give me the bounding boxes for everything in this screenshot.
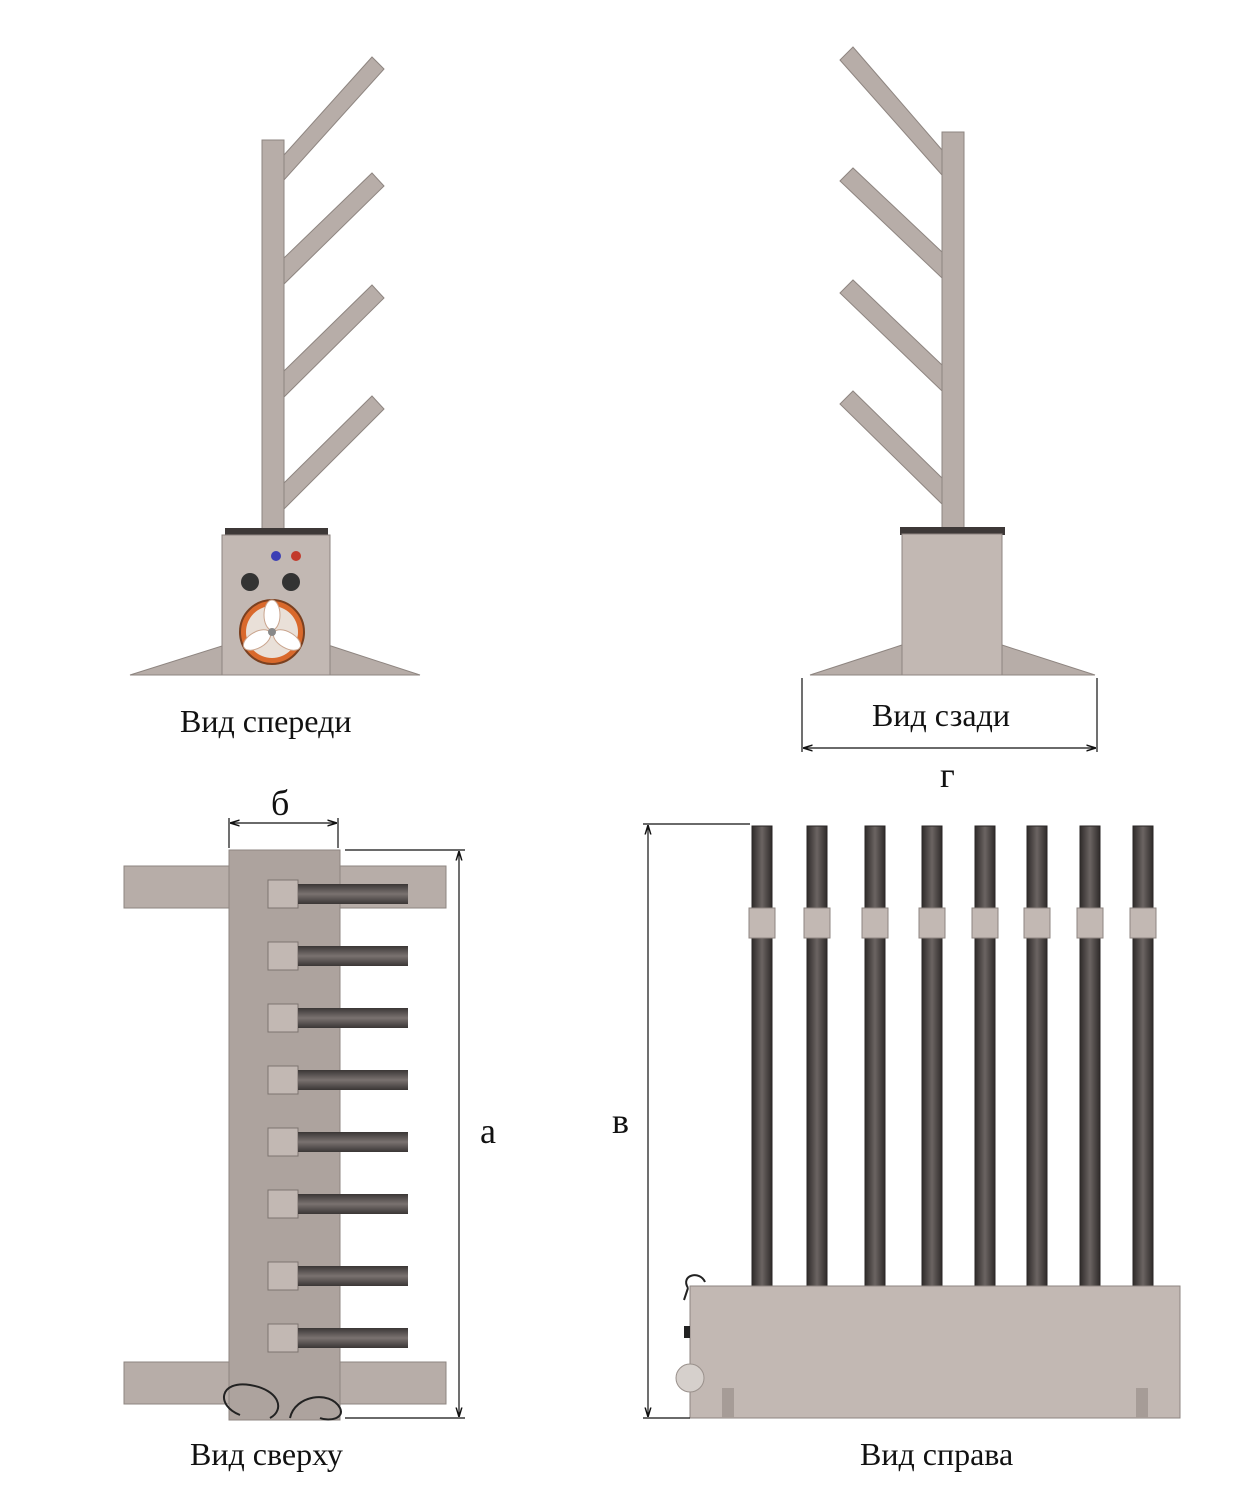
front-box-lid <box>225 528 328 536</box>
fan-blades-icon <box>242 599 302 651</box>
back-arm-3 <box>839 279 943 393</box>
top-arm-8 <box>267 1323 408 1353</box>
right-tube-7 <box>1076 825 1104 1296</box>
power-cord-icon <box>223 1383 342 1421</box>
right-fan-icon <box>675 1363 705 1393</box>
top-view <box>123 818 465 1421</box>
caption-front-view: Вид спереди <box>180 703 352 739</box>
dimension-label-a: а <box>480 1111 496 1151</box>
front-base-foot-left <box>129 644 226 676</box>
back-arm-2 <box>839 167 943 280</box>
back-base-foot-right <box>1001 644 1096 676</box>
right-tubes <box>748 825 1157 1296</box>
dimension-label-g: г <box>940 755 955 795</box>
front-arm-2 <box>283 172 385 286</box>
top-arms <box>267 879 408 1353</box>
back-mast <box>941 131 965 533</box>
top-arm-5 <box>267 1127 408 1157</box>
top-arm-4 <box>267 1065 408 1095</box>
front-arm-3 <box>283 284 385 399</box>
front-view <box>129 56 421 676</box>
top-arm-3 <box>267 1003 408 1033</box>
top-foot-bottom-left <box>123 1361 230 1405</box>
back-view <box>801 46 1098 752</box>
back-arm-1 <box>839 46 943 177</box>
back-arm-4 <box>839 390 943 506</box>
right-tube-2 <box>803 825 831 1296</box>
right-tube-4 <box>918 825 946 1296</box>
dimension-label-v: в <box>612 1101 629 1141</box>
right-view <box>643 823 1181 1419</box>
right-base-box <box>689 1285 1181 1419</box>
right-base-foot-right <box>1136 1388 1148 1418</box>
front-base-foot-right <box>327 644 421 676</box>
right-tube-3 <box>861 825 889 1296</box>
back-box-lid <box>900 527 1005 535</box>
red-indicator-icon <box>291 551 301 561</box>
caption-top-view: Вид сверху <box>190 1436 343 1472</box>
left-knob-icon <box>241 573 259 591</box>
front-arm-4 <box>283 395 385 511</box>
front-mast <box>261 139 285 536</box>
right-tube-8 <box>1129 825 1157 1296</box>
back-box <box>901 533 1003 676</box>
top-arm-6 <box>267 1189 408 1219</box>
back-base-foot-left <box>809 644 903 676</box>
caption-right-view: Вид справа <box>860 1436 1014 1472</box>
caption-back-view: Вид сзади <box>872 697 1010 733</box>
blue-indicator-icon <box>271 551 281 561</box>
right-cord-icon <box>683 1274 706 1301</box>
top-arm-7 <box>267 1261 408 1291</box>
right-switch-icon <box>684 1326 690 1338</box>
top-foot-bottom-right <box>339 1361 447 1405</box>
top-foot-top-left <box>123 865 230 909</box>
dimension-label-b: б <box>271 783 290 823</box>
top-arm-1 <box>267 879 408 909</box>
back-arms <box>839 46 943 506</box>
right-base-foot-left <box>722 1388 734 1418</box>
front-arm-1 <box>283 56 385 182</box>
right-knob-icon <box>282 573 300 591</box>
right-tube-6 <box>1023 825 1051 1296</box>
top-arm-2 <box>267 941 408 971</box>
fan-hub <box>268 628 276 636</box>
front-arms <box>283 56 385 511</box>
right-tube-1 <box>748 825 776 1296</box>
right-tube-5 <box>971 825 999 1296</box>
